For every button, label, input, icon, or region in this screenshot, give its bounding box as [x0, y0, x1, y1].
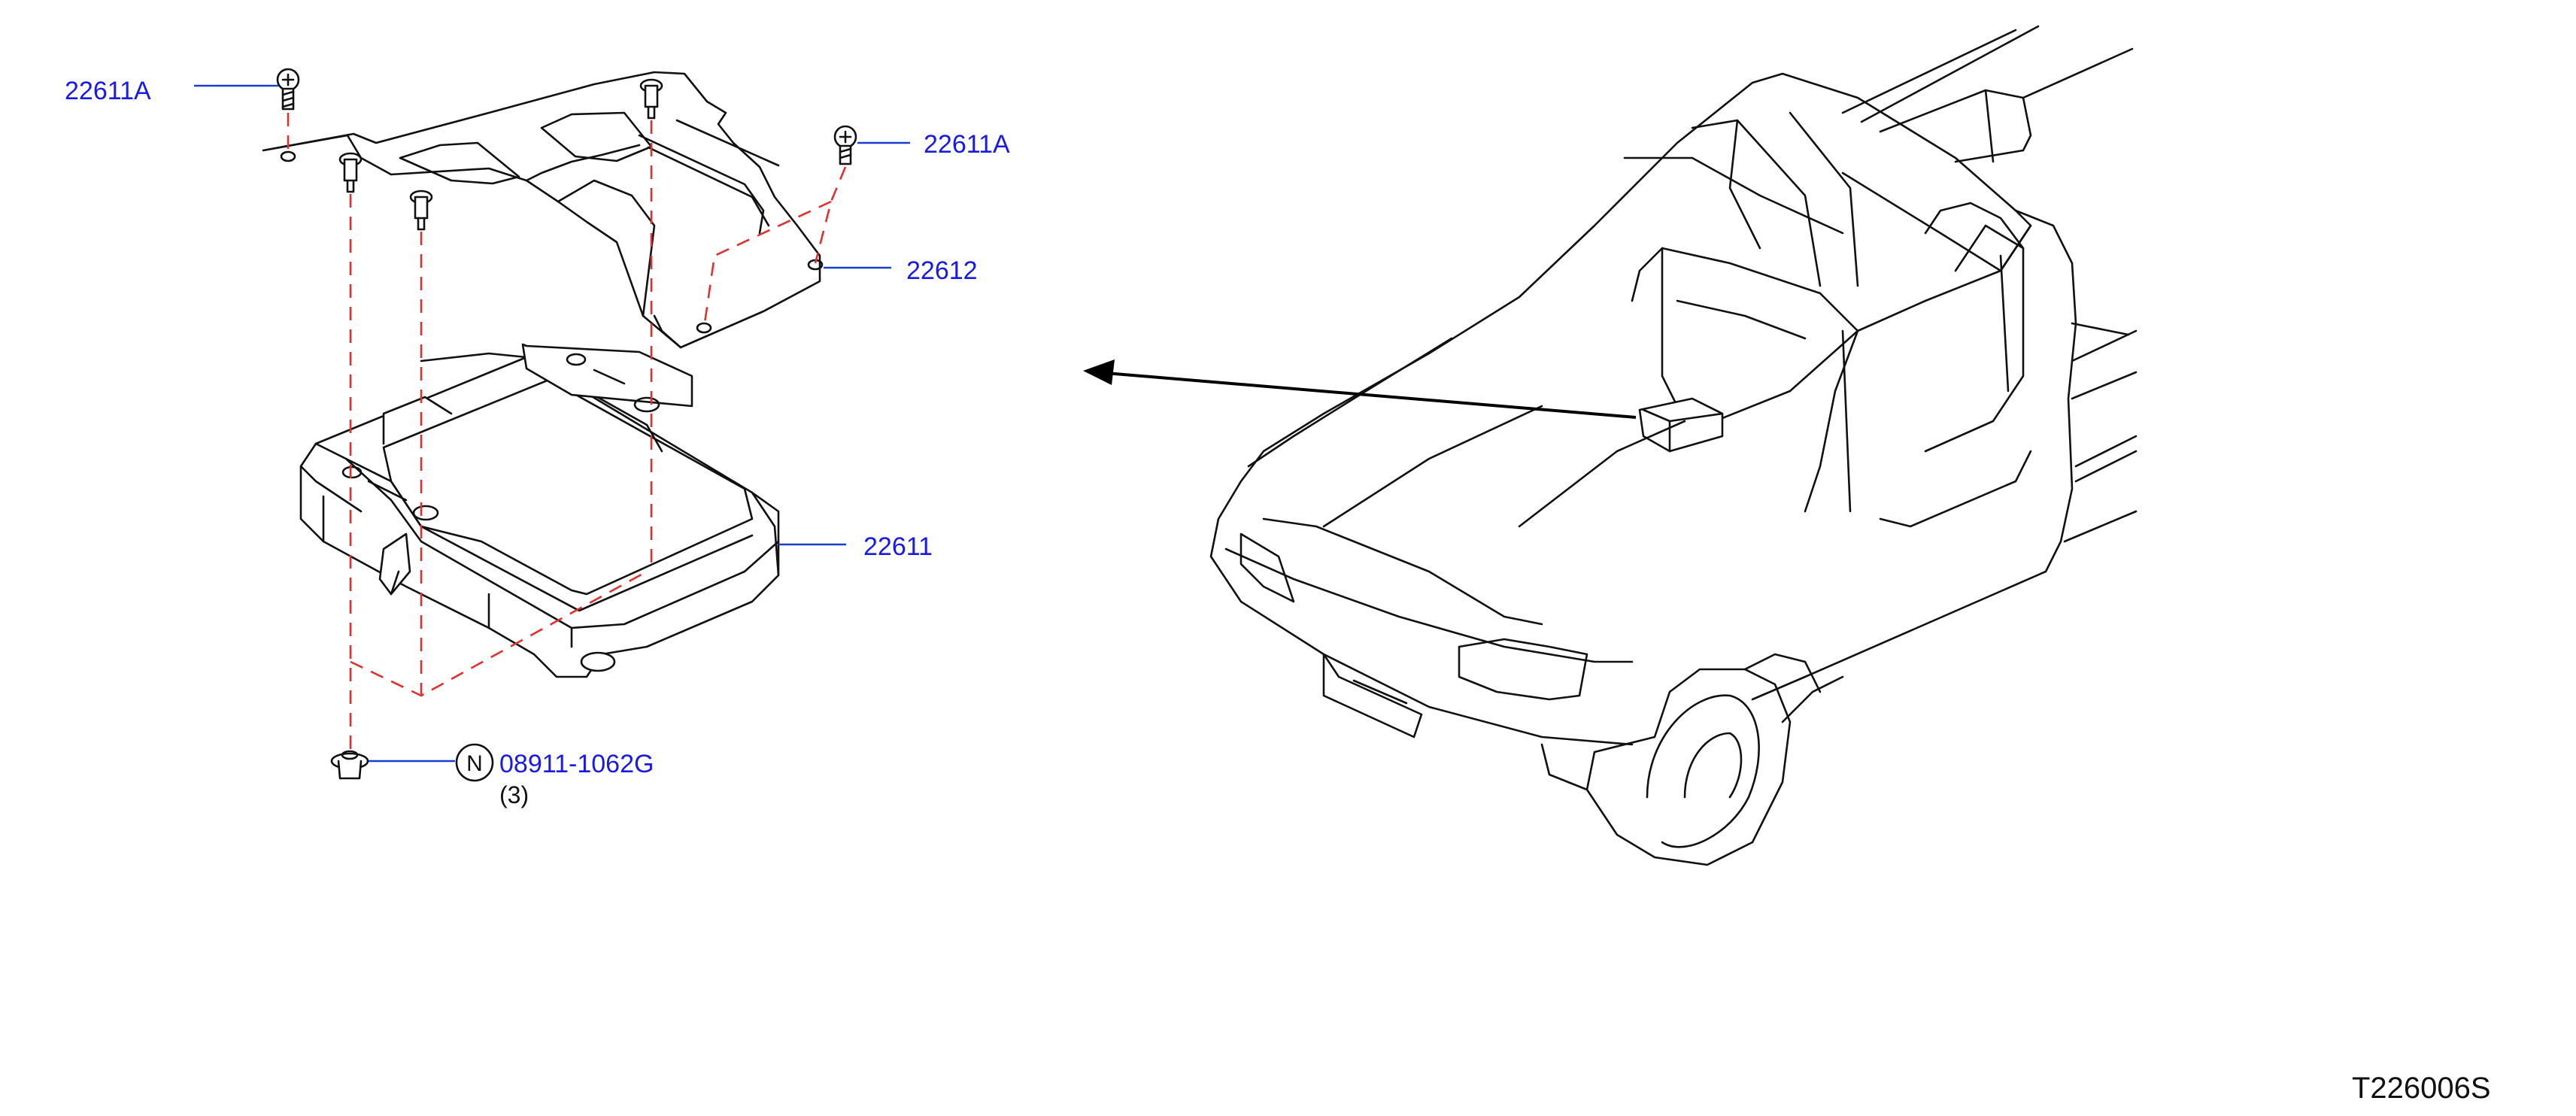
n-circle-badge [455, 743, 494, 782]
nut-quantity: (3) [499, 781, 529, 808]
stud-middle [409, 190, 433, 231]
callout-bolt-upper-left: 22611A [65, 77, 151, 105]
stud-rear [639, 78, 663, 120]
bolt-upper-left-icon [276, 68, 300, 111]
assembly-dashed-lines [287, 113, 847, 752]
callout-bracket: 22612 [906, 256, 978, 285]
bracket-studs [338, 78, 663, 231]
figure-code: T226006S [2352, 1072, 2491, 1105]
callout-bolt-upper-right: 22611A [924, 130, 1010, 159]
stud-left [338, 152, 363, 193]
location-arrow [1083, 359, 1637, 419]
control-unit [299, 343, 780, 678]
bolt-upper-right-icon [833, 125, 857, 165]
truck-illustration [1209, 25, 2138, 866]
mounting-bracket [262, 71, 824, 349]
callout-leaders [194, 84, 910, 763]
callout-control-unit: 22611 [863, 532, 933, 561]
callout-nut: 08911-1062G [499, 750, 654, 778]
flange-nut-icon [330, 750, 369, 780]
n-circle-mark: N [466, 751, 483, 776]
